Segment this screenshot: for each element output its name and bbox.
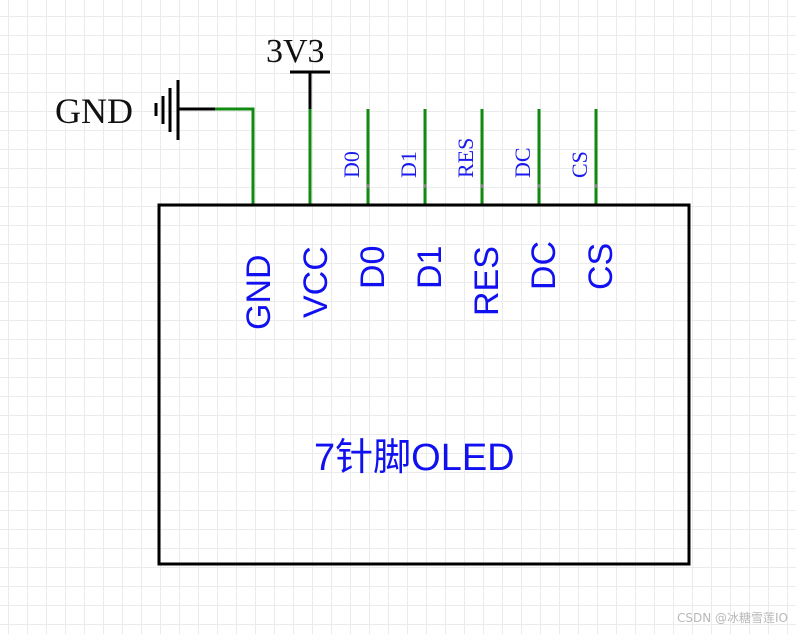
oled-component-body[interactable]	[157, 203, 691, 566]
watermark: CSDN @冰糖雪莲IO	[676, 611, 788, 625]
gnd-power-label: GND	[55, 91, 133, 131]
net-anchor-dc	[537, 184, 541, 188]
pin-name-d1: D1	[411, 246, 449, 289]
signal-wires	[366, 109, 598, 204]
pin-name-res: RES	[468, 246, 506, 316]
vcc-power-label: 3V3	[266, 33, 325, 70]
net-label-d1: D1	[396, 151, 421, 178]
component-title: 7针脚OLED	[314, 437, 515, 479]
net-label-d0: D0	[339, 151, 364, 178]
pin-name-dc: DC	[525, 241, 563, 290]
net-anchor-d1	[423, 184, 427, 188]
net-anchor-d0	[366, 184, 370, 188]
net-anchor-cs	[594, 184, 598, 188]
vcc-power-symbol	[290, 70, 330, 109]
ground-symbol	[154, 80, 215, 140]
gnd-wire	[215, 107, 255, 204]
pin-name-gnd: GND	[240, 254, 278, 330]
net-anchor-res	[480, 184, 484, 188]
pin-name-cs: CS	[582, 243, 620, 290]
net-label-dc: DC	[510, 147, 535, 178]
net-label-res: RES	[453, 138, 478, 178]
net-label-cs: CS	[567, 151, 592, 178]
pin-name-d0: D0	[354, 246, 392, 289]
pin-name-vcc: VCC	[297, 246, 335, 318]
